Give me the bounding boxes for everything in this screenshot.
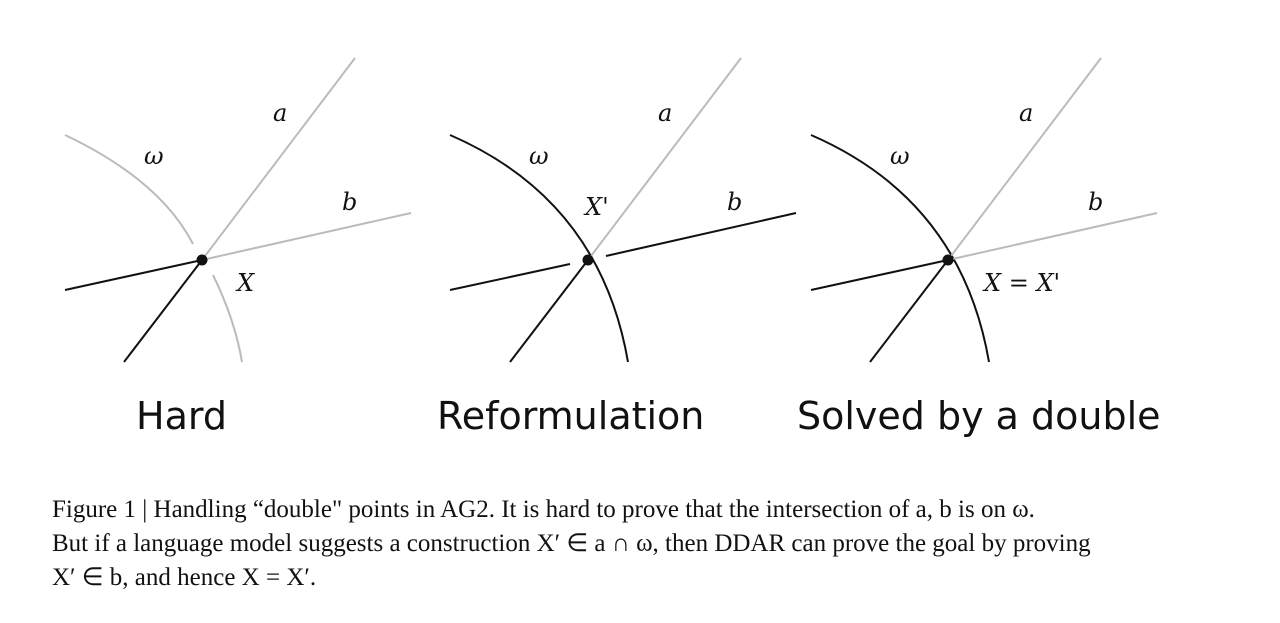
line-a-upper [201, 57, 356, 261]
label-b: b [342, 188, 357, 216]
line-b-right [947, 212, 1158, 261]
geometry-figure: ω a b X ω a b X' ω a b X = X' [64, 57, 1158, 363]
circle-omega-arc [449, 134, 629, 363]
label-a: a [658, 99, 672, 127]
figure-caption: Figure 1 | Handling “double" points in A… [52, 493, 1242, 595]
panel-reformulation: ω a b X' [449, 57, 797, 363]
point-x-double [942, 254, 954, 266]
label-x: X [235, 269, 255, 297]
label-x-prime: X' [583, 193, 609, 221]
label-b: b [727, 188, 742, 216]
label-x-equals-x-prime: X = X' [982, 269, 1060, 297]
label-a: a [273, 99, 287, 127]
line-a-lower [123, 259, 203, 363]
line-b-left [64, 259, 203, 291]
circle-omega-upper-arc [64, 134, 194, 245]
panel-solved: ω a b X = X' [810, 57, 1158, 363]
label-a: a [1019, 99, 1033, 127]
line-b-left [449, 263, 571, 291]
label-b: b [1088, 188, 1103, 216]
label-omega: ω [890, 142, 910, 170]
point-x [196, 254, 208, 266]
line-a-lower [869, 259, 949, 363]
line-a-lower [509, 259, 589, 363]
caption-line-2: But if a language model suggests a const… [52, 530, 1091, 557]
label-omega: ω [144, 142, 164, 170]
label-omega: ω [529, 142, 549, 170]
panel-title-solved: Solved by a double [797, 394, 1161, 438]
line-b-right [201, 212, 412, 261]
panel-hard: ω a b X [64, 57, 412, 363]
panel-title-hard: Hard [136, 394, 227, 438]
line-a-upper [587, 57, 742, 261]
caption-line-1: Figure 1 | Handling “double" points in A… [52, 496, 1035, 523]
circle-omega-lower-arc [212, 274, 243, 363]
point-x-prime [582, 254, 594, 266]
line-a-upper [947, 57, 1102, 261]
caption-line-3: X′ ∈ b, and hence X = X′. [52, 564, 317, 591]
panel-title-reformulation: Reformulation [437, 394, 705, 438]
line-b-left [810, 259, 949, 291]
line-b-right [605, 212, 797, 257]
circle-omega-arc [810, 134, 990, 363]
